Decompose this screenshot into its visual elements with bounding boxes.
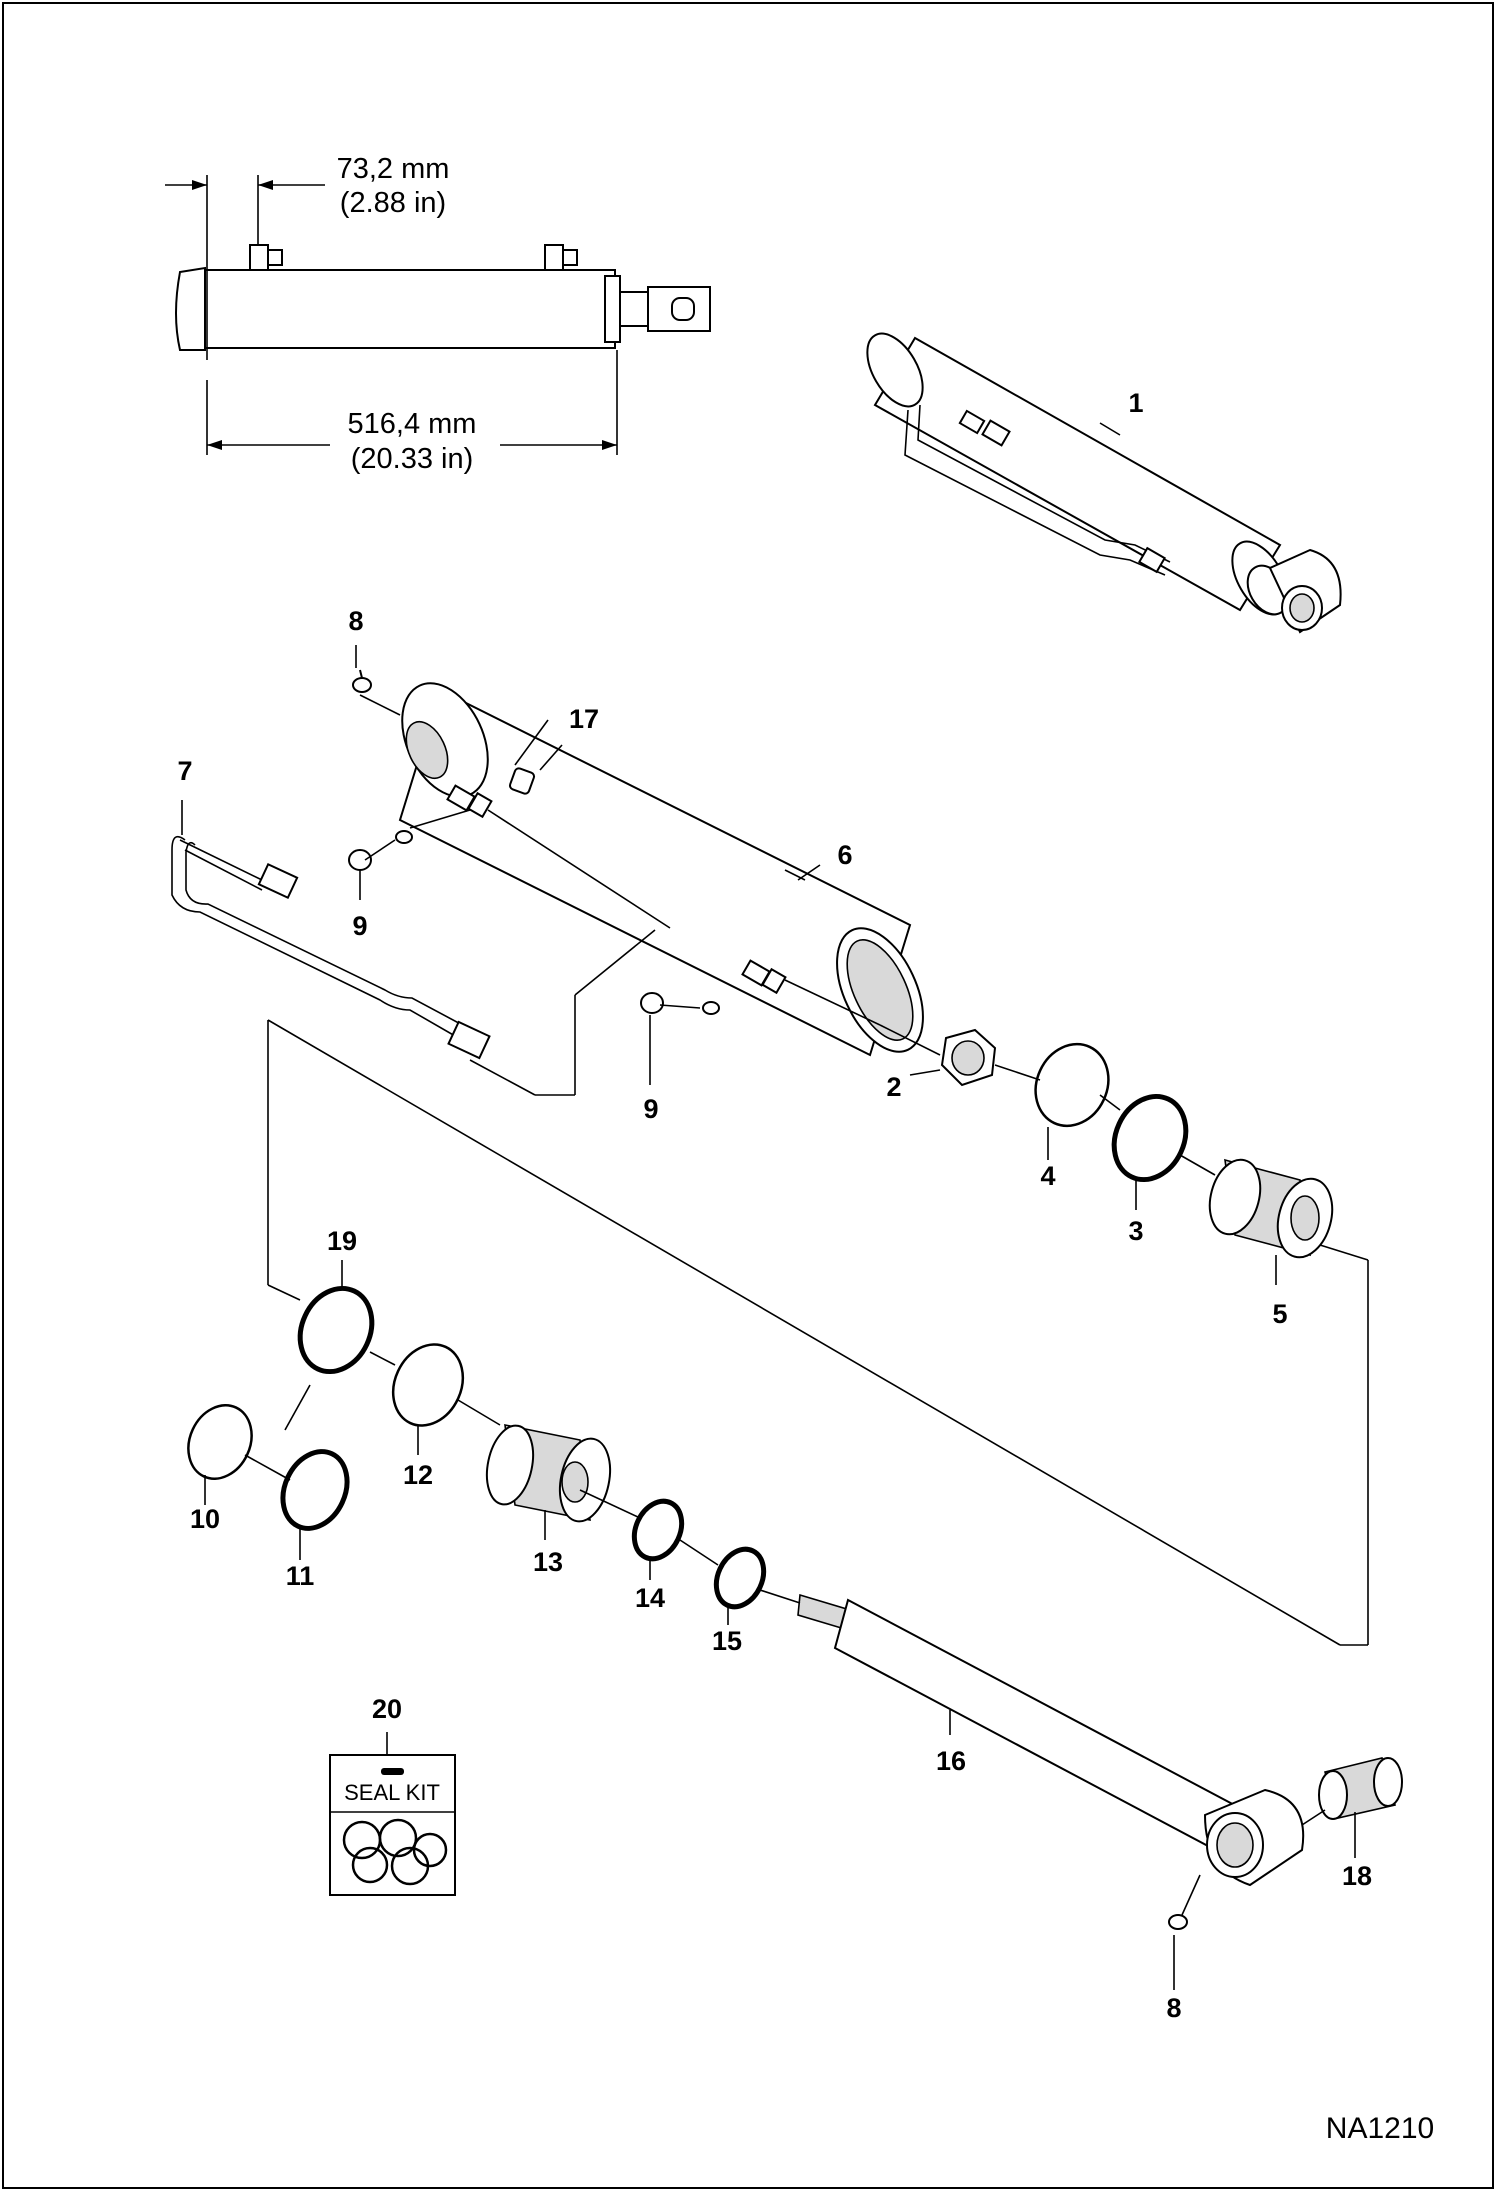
callout-6: 6 <box>837 840 852 870</box>
leader-lines <box>181 645 1369 1990</box>
bushing <box>1318 1757 1403 1820</box>
callout-9-top: 9 <box>352 911 367 941</box>
callout-17: 17 <box>569 704 599 734</box>
callout-15: 15 <box>712 1626 742 1656</box>
assembled-cylinder <box>866 332 1342 634</box>
callout-7: 7 <box>177 756 192 786</box>
callout-10: 10 <box>190 1504 220 1534</box>
callout-13: 13 <box>533 1547 563 1577</box>
small-parts <box>348 669 1188 1930</box>
callout-4: 4 <box>1040 1161 1055 1191</box>
callout-12: 12 <box>403 1460 433 1490</box>
callout-3: 3 <box>1128 1216 1143 1246</box>
callout-5: 5 <box>1272 1299 1287 1329</box>
rings <box>187 1042 1189 1610</box>
dimension-view <box>165 175 711 455</box>
callout-2: 2 <box>886 1072 901 1102</box>
barrel <box>398 682 924 1057</box>
port-offset-imperial: (2.88 in) <box>340 187 446 219</box>
callout-14: 14 <box>635 1583 665 1613</box>
overall-length-metric: 516,4 mm <box>348 408 477 440</box>
drawing-code: NA1210 <box>1326 2112 1434 2145</box>
callout-8-bottom: 8 <box>1166 1993 1181 2023</box>
callout-1: 1 <box>1128 388 1143 418</box>
gland <box>485 1423 612 1523</box>
callout-19: 19 <box>327 1226 357 1256</box>
callout-9-bottom: 9 <box>643 1094 658 1124</box>
piston-rod <box>797 1593 1305 1887</box>
callout-8-top: 8 <box>348 606 363 636</box>
overall-length-imperial: (20.33 in) <box>351 443 474 475</box>
callout-16: 16 <box>936 1746 966 1776</box>
callout-11: 11 <box>286 1561 315 1591</box>
seal-kit-label: SEAL KIT <box>344 1780 440 1805</box>
callout-18: 18 <box>1342 1861 1372 1891</box>
piston <box>1208 1158 1334 1259</box>
port-offset-metric: 73,2 mm <box>337 153 450 185</box>
seal-kit-package <box>329 1754 456 1896</box>
callout-20: 20 <box>372 1694 402 1724</box>
hydraulic-tube <box>171 835 491 1060</box>
